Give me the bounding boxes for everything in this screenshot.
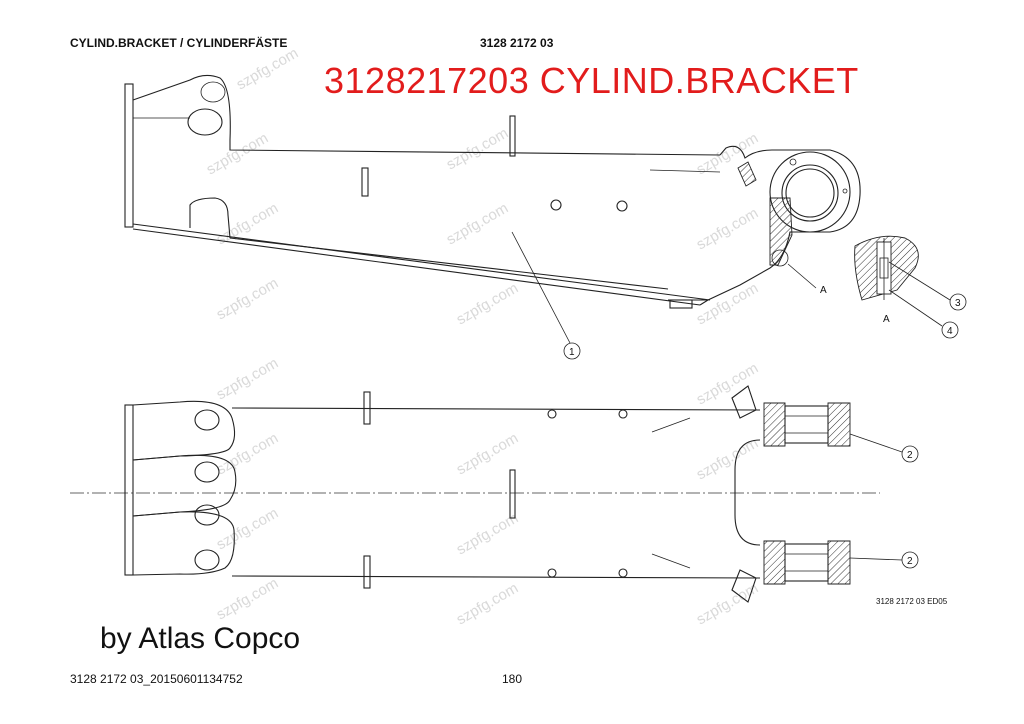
callout-1: 1 <box>569 347 575 358</box>
byline: by Atlas Copco <box>100 622 301 655</box>
svg-text:szpfg.com: szpfg.com <box>694 280 762 329</box>
svg-text:szpfg.com: szpfg.com <box>214 355 282 404</box>
svg-text:szpfg.com: szpfg.com <box>454 430 522 479</box>
svg-text:szpfg.com: szpfg.com <box>214 575 282 624</box>
header-part-number: 3128 2172 03 <box>480 36 554 50</box>
svg-text:szpfg.com: szpfg.com <box>214 430 282 479</box>
watermark: szpfg.com <box>234 45 302 94</box>
svg-text:szpfg.com: szpfg.com <box>444 125 512 174</box>
page-number: 180 <box>502 672 523 686</box>
callout-group-bottom: 2 2 <box>901 445 919 569</box>
svg-text:szpfg.com: szpfg.com <box>694 435 762 484</box>
red-overlay-title: 3128217203 CYLIND.BRACKET <box>324 60 859 101</box>
callout-2-lower: 2 <box>907 556 913 567</box>
svg-text:szpfg.com: szpfg.com <box>454 580 522 629</box>
callout-3: 3 <box>955 298 961 309</box>
side-view <box>124 74 861 309</box>
watermark-group: szpfg.com szpfg.com szpfg.com szpfg.com … <box>204 45 762 629</box>
svg-text:szpfg.com: szpfg.com <box>694 580 762 629</box>
callout-group-top: 1 3 4 A A <box>511 231 967 360</box>
callout-4: 4 <box>947 326 953 337</box>
callout-2-upper: 2 <box>907 450 913 461</box>
svg-text:szpfg.com: szpfg.com <box>694 205 762 254</box>
svg-text:szpfg.com: szpfg.com <box>694 360 762 409</box>
plan-view <box>70 385 903 603</box>
detail-a <box>854 235 951 327</box>
drawing-code: 3128 2172 03 ED05 <box>876 597 948 606</box>
svg-text:szpfg.com: szpfg.com <box>214 275 282 324</box>
footer-file-id: 3128 2172 03_20150601134752 <box>70 672 243 686</box>
svg-text:szpfg.com: szpfg.com <box>204 130 272 179</box>
svg-text:szpfg.com: szpfg.com <box>214 505 282 554</box>
detail-label-a: A <box>820 285 827 296</box>
svg-text:szpfg.com: szpfg.com <box>444 200 512 249</box>
svg-text:szpfg.com: szpfg.com <box>454 510 522 559</box>
detail-label-a-2: A <box>883 314 890 325</box>
header-part-name: CYLIND.BRACKET / CYLINDERFÄSTE <box>70 36 288 50</box>
svg-text:szpfg.com: szpfg.com <box>454 280 522 329</box>
